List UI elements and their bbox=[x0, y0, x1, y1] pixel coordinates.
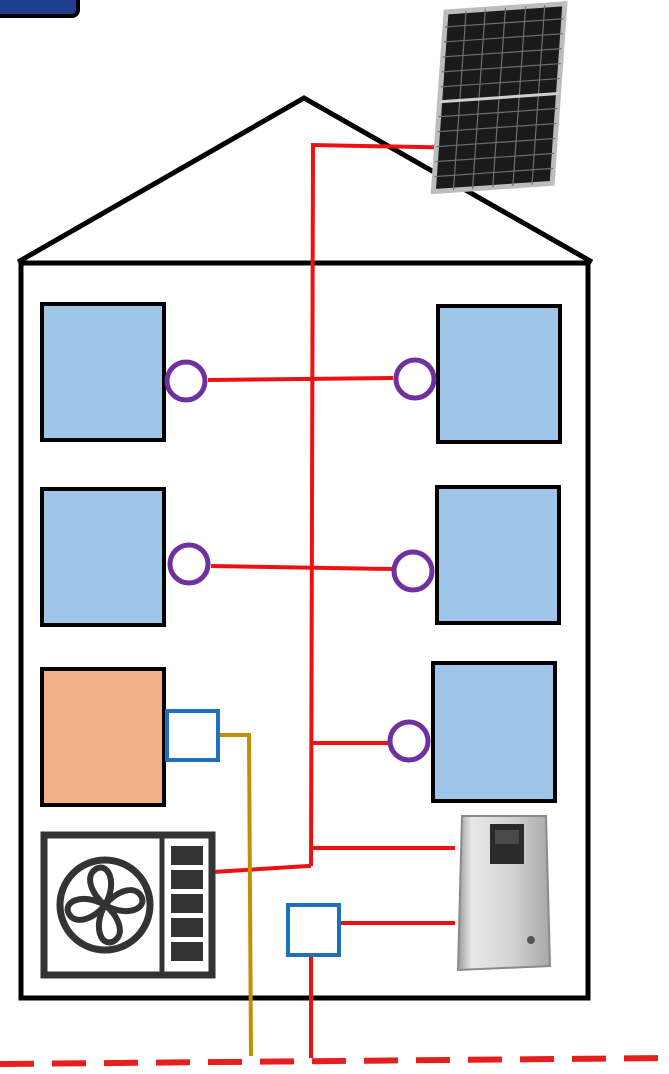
meter-circle-icon bbox=[167, 542, 211, 586]
meter-circles bbox=[164, 357, 437, 763]
apartment-left-1 bbox=[40, 302, 166, 442]
meter-circle-icon bbox=[387, 719, 431, 763]
meter-circle-icon bbox=[393, 357, 437, 401]
grid-line bbox=[0, 1055, 669, 1067]
heat-pump-icon bbox=[40, 831, 216, 979]
feed-floor-1 bbox=[207, 376, 394, 382]
meter-circle-icon bbox=[391, 549, 435, 593]
apartment-right-2 bbox=[435, 485, 561, 625]
corner-label-box bbox=[0, 0, 80, 18]
apartment-left-2 bbox=[40, 487, 166, 627]
feed-heat-pump bbox=[212, 864, 311, 874]
apartment-right-3 bbox=[431, 661, 557, 803]
grid-meter-box bbox=[286, 903, 341, 957]
power-lines bbox=[207, 142, 471, 1058]
heat-line bbox=[219, 733, 253, 1057]
battery-storage-icon bbox=[456, 815, 552, 972]
heat-meter-box bbox=[165, 709, 220, 762]
feed-floor-2 bbox=[210, 564, 394, 571]
apartment-right-1 bbox=[436, 304, 562, 444]
roof bbox=[16, 95, 594, 265]
heated-room-left-3 bbox=[40, 667, 166, 807]
house-body bbox=[18, 260, 591, 1001]
meter-circle-icon bbox=[164, 359, 208, 403]
solar-panel-icon bbox=[430, 1, 568, 195]
main-riser bbox=[309, 142, 471, 867]
